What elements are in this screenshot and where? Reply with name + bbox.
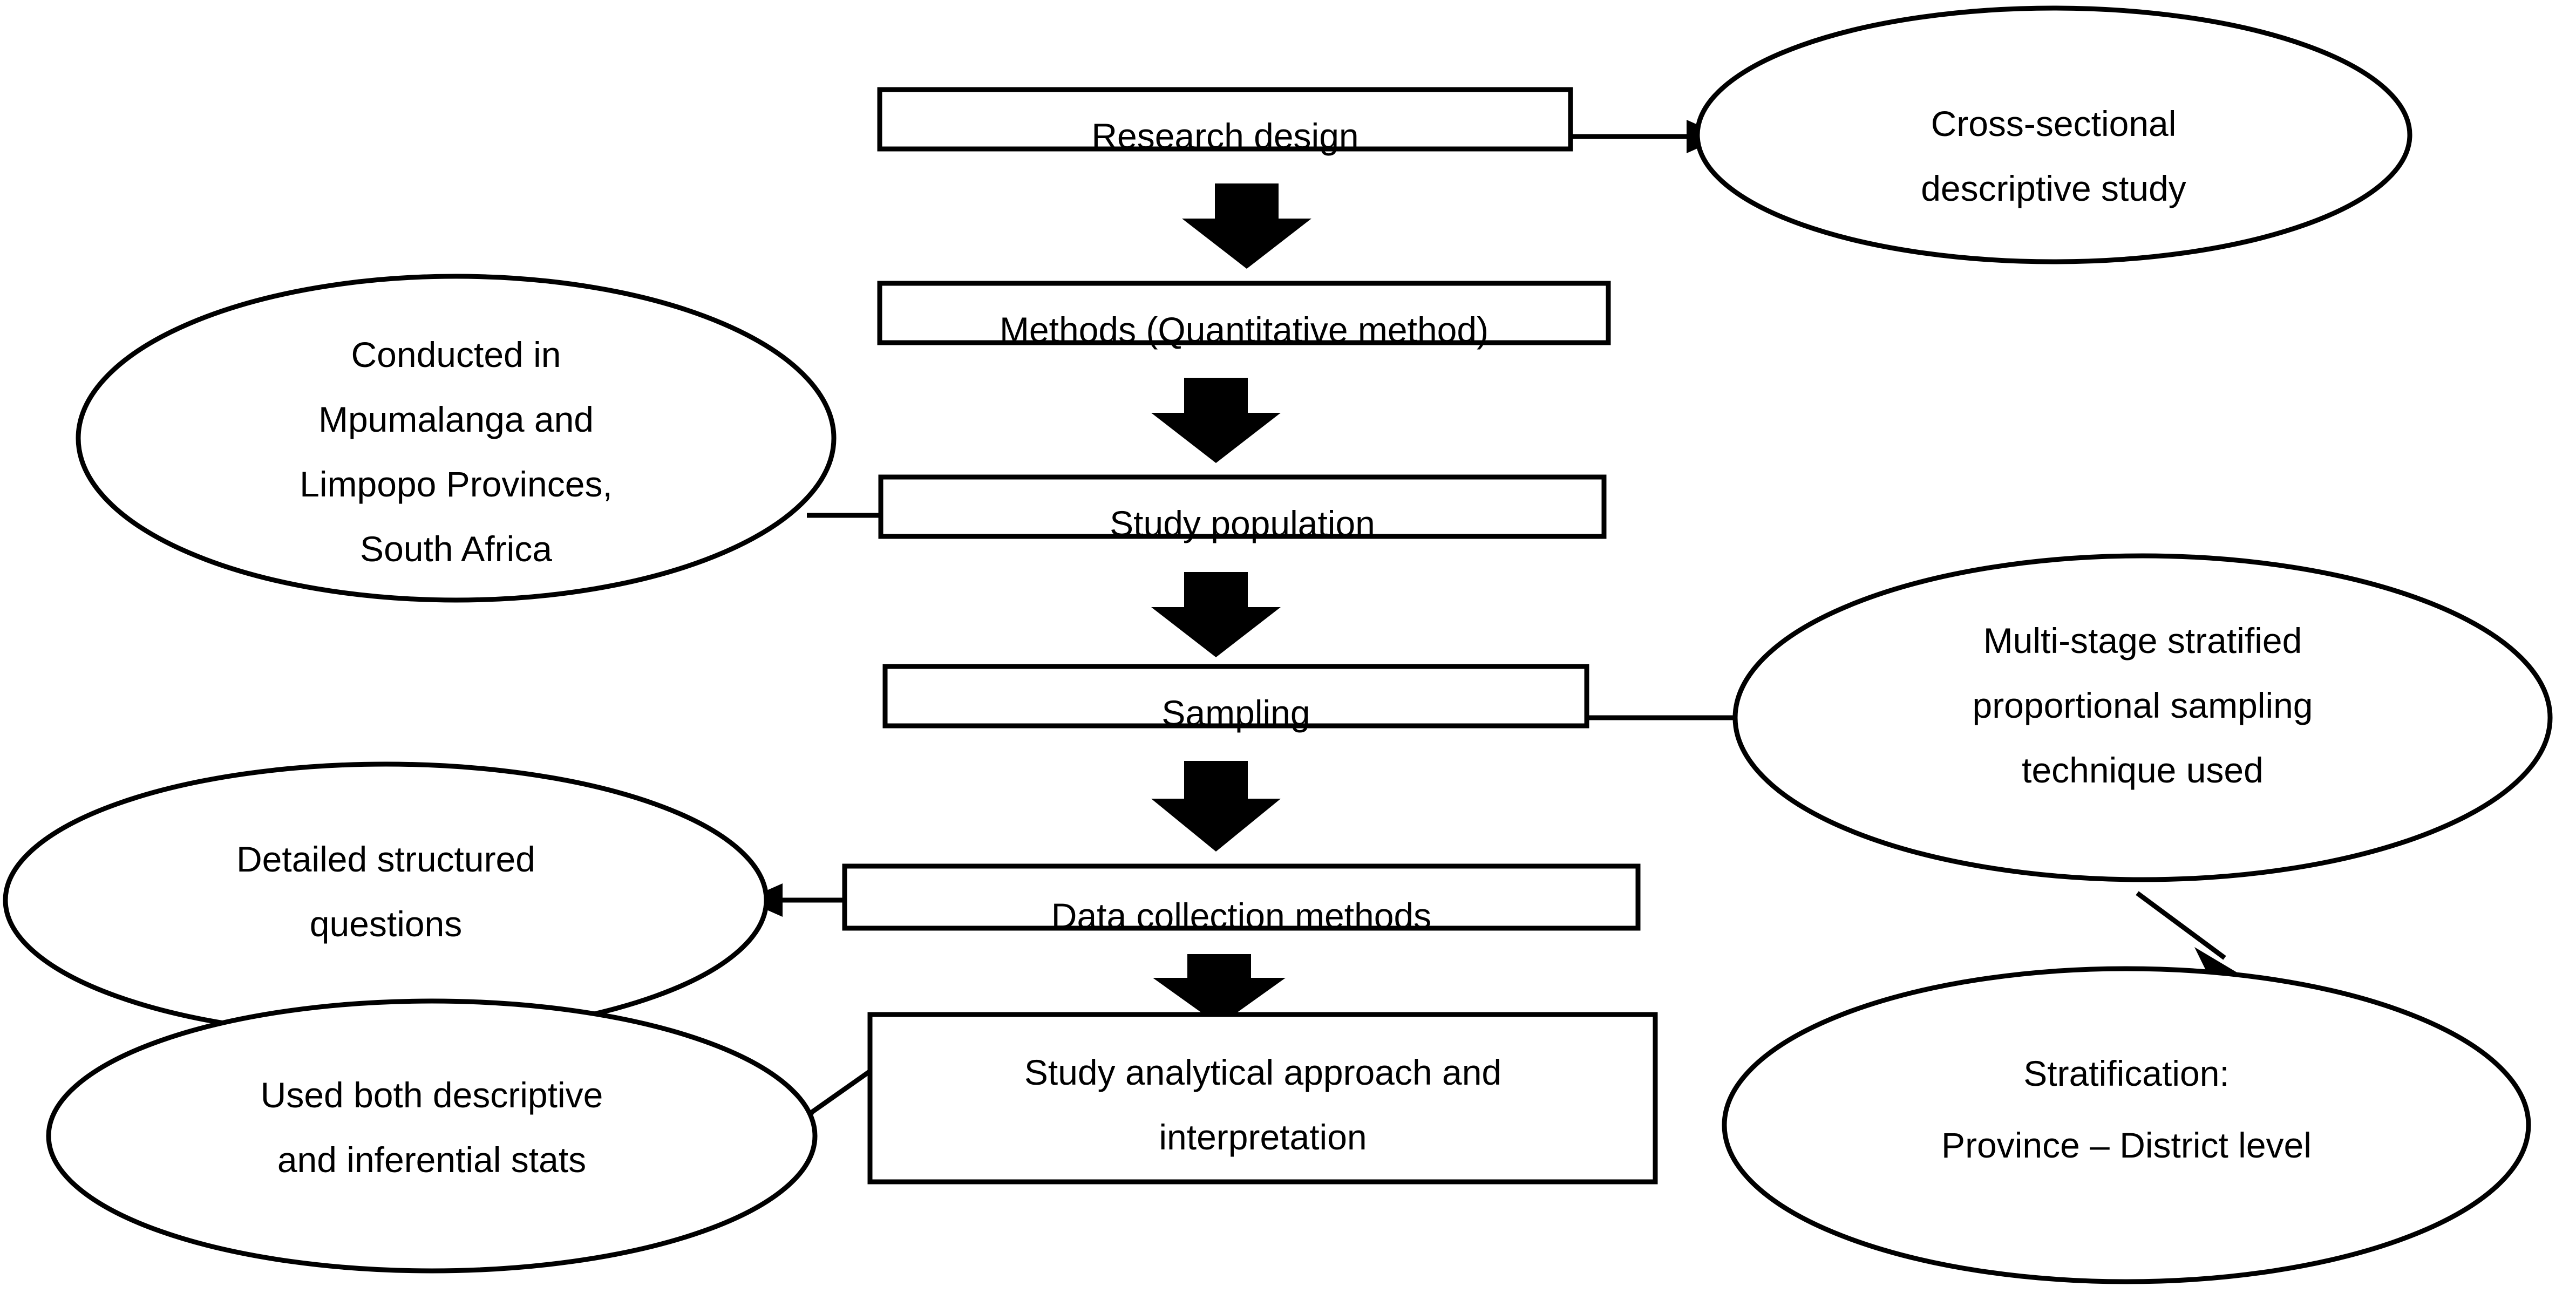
process-box-data-collection-methods[interactable]: Data collection methods xyxy=(842,863,1641,936)
ellipse-stratification-line1: Stratification: xyxy=(2023,1053,2230,1093)
block-arrow-research-design-to-methods xyxy=(1182,183,1311,269)
ellipse-multi-stage-line3: technique used xyxy=(2022,750,2264,790)
process-box-study-analytical-approach-line1: Study analytical approach and xyxy=(1024,1052,1501,1092)
process-box-study-population[interactable]: Study population xyxy=(878,474,1607,543)
block-arrow-data-collection-to-analytical xyxy=(1153,954,1286,1025)
ellipse-stratification-levels[interactable]: Stratification: Province – District leve… xyxy=(1722,966,2531,1284)
process-box-research-design-label: Research design xyxy=(1091,116,1358,156)
process-box-sampling-label: Sampling xyxy=(1161,693,1310,733)
ellipse-multi-stage-stratified-sampling[interactable]: Multi-stage stratified proportional samp… xyxy=(1732,553,2553,882)
ellipse-descriptive-stats-line2: and inferential stats xyxy=(277,1140,586,1180)
process-box-research-design[interactable]: Research design xyxy=(877,87,1573,156)
ellipse-conducted-in-line4: South Africa xyxy=(360,529,552,569)
process-box-study-analytical-approach[interactable]: Study analytical approach and interpreta… xyxy=(867,1012,1658,1185)
ellipse-conducted-in-line2: Mpumalanga and xyxy=(318,399,594,439)
process-box-study-population-label: Study population xyxy=(1110,503,1375,543)
ellipse-multi-stage-line1: Multi-stage stratified xyxy=(1983,621,2302,661)
block-arrow-study-population-to-sampling xyxy=(1151,572,1281,657)
ellipse-cross-sectional-descriptive-study[interactable]: Cross-sectional descriptive study xyxy=(1695,5,2412,264)
process-box-data-collection-methods-label: Data collection methods xyxy=(1051,896,1431,936)
ellipse-descriptive-stats-line1: Used both descriptive xyxy=(261,1075,603,1115)
connector-multi-stage-to-stratification xyxy=(2136,891,2242,979)
ellipse-conducted-in-provinces[interactable]: Conducted in Mpumalanga and Limpopo Prov… xyxy=(76,274,837,603)
process-box-methods[interactable]: Methods (Quantitative method) xyxy=(877,281,1611,350)
ellipse-conducted-in-line1: Conducted in xyxy=(351,335,561,375)
ellipse-descriptive-inferential-stats[interactable]: Used both descriptive and inferential st… xyxy=(46,998,818,1274)
ellipse-multi-stage-line2: proportional sampling xyxy=(1972,685,2313,725)
ellipse-detailed-questions-line1: Detailed structured xyxy=(236,839,535,879)
ellipse-stratification-line2: Province – District level xyxy=(1941,1125,2312,1165)
ellipse-detailed-structured-questions[interactable]: Detailed structured questions xyxy=(3,761,769,1039)
ellipse-conducted-in-line3: Limpopo Provinces, xyxy=(300,464,613,504)
process-box-sampling[interactable]: Sampling xyxy=(882,664,1589,733)
process-box-methods-label: Methods (Quantitative method) xyxy=(1000,310,1488,350)
process-box-study-analytical-approach-line2: interpretation xyxy=(1159,1117,1367,1157)
ellipse-cross-sectional-line1: Cross-sectional xyxy=(1931,104,2177,144)
ellipse-detailed-questions-line2: questions xyxy=(310,904,463,944)
block-arrow-methods-to-study-population xyxy=(1151,378,1281,463)
ellipse-cross-sectional-line2: descriptive study xyxy=(1921,168,2186,208)
block-arrow-sampling-to-data-collection xyxy=(1151,761,1281,852)
